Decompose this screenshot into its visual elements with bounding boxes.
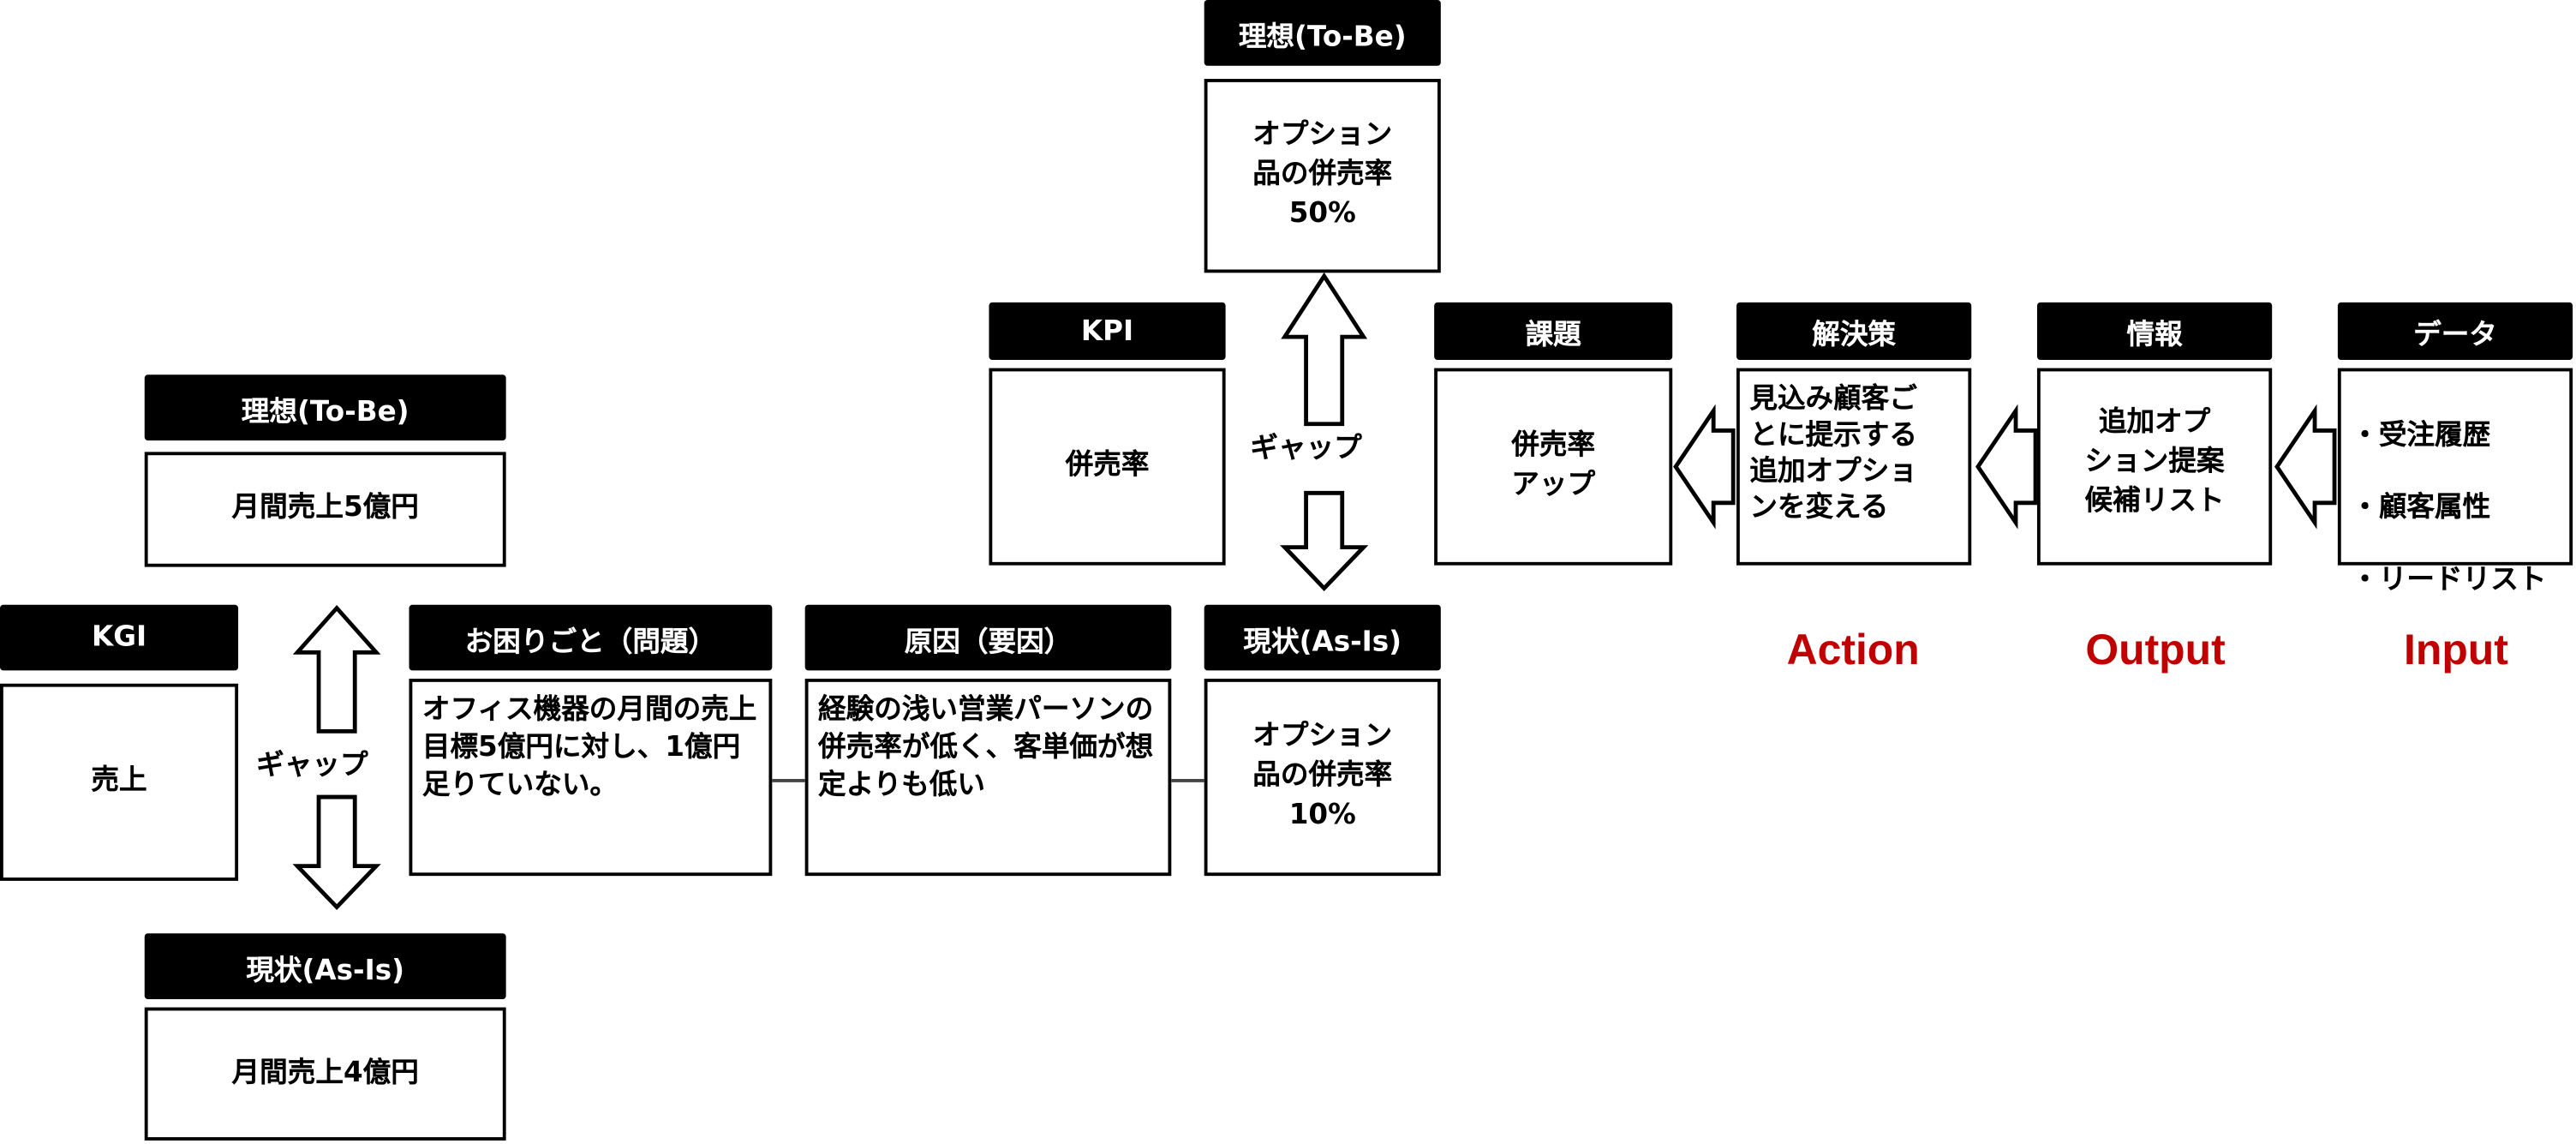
tobe-kgi-box: 月間売上5億円 <box>144 452 506 567</box>
data-item: 顧客属性 <box>2379 490 2547 526</box>
gap-double-arrow-left-lower <box>292 794 381 911</box>
kadai-header: 課題 <box>1434 302 1673 360</box>
gap-double-arrow-top-lower <box>1280 490 1369 591</box>
data-header: データ <box>2337 302 2573 360</box>
gap-label-left: ギャップ <box>256 749 368 782</box>
data-item: 受注履歴 <box>2379 417 2547 453</box>
output-label: Output <box>2085 624 2226 674</box>
arrow-left-icon <box>1975 404 2038 530</box>
tobe-kgi-header: 理想(To-Be) <box>144 374 506 440</box>
info-box: 追加オプ ション提案 候補リスト <box>2036 368 2273 566</box>
arrow-left-icon <box>1673 404 1736 530</box>
gap-double-arrow-top <box>1281 272 1368 427</box>
asis-kgi-box: 月間売上4億円 <box>144 1007 506 1141</box>
problem-box: オフィス機器の月間の売上目標5億円に対し、1億円足りていない。 <box>409 679 773 877</box>
cause-box: 経験の浅い営業パーソンの併売率が低く、客単価が想定よりも低い <box>804 679 1172 877</box>
arrow-left-icon <box>2274 404 2337 530</box>
kpi-box: 併売率 <box>989 368 1226 566</box>
problem-header: お困りごと（問題） <box>409 604 773 671</box>
asis-kpi-box: オプション 品の併売率 10% <box>1204 679 1441 877</box>
tobe-kpi-header: 理想(To-Be) <box>1204 0 1441 66</box>
action-label: Action <box>1786 624 1920 674</box>
solution-box: 見込み顧客ご とに提示する 追加オプショ ンを変える <box>1736 368 1972 566</box>
tobe-kpi-box: オプション 品の併売率 50% <box>1204 79 1441 273</box>
asis-kpi-header: 現状(As-Is) <box>1204 604 1441 671</box>
kadai-box: 併売率 アップ <box>1434 368 1673 566</box>
data-box: 受注履歴 顧客属性 リードリスト <box>2337 368 2573 597</box>
kgi-header: KGI <box>0 604 239 671</box>
data-item: リードリスト <box>2379 563 2547 599</box>
data-list: 受注履歴 顧客属性 リードリスト <box>2351 381 2547 636</box>
input-label: Input <box>2404 624 2508 674</box>
kpi-header: KPI <box>989 302 1226 360</box>
kgi-box: 売上 <box>0 683 239 881</box>
gap-double-arrow-left <box>292 604 381 734</box>
cause-header: 原因（要因） <box>804 604 1172 671</box>
solution-header: 解決策 <box>1736 302 1972 360</box>
gap-label-top: ギャップ <box>1250 432 1362 465</box>
info-header: 情報 <box>2036 302 2273 360</box>
asis-kgi-header: 現状(As-Is) <box>144 933 506 999</box>
